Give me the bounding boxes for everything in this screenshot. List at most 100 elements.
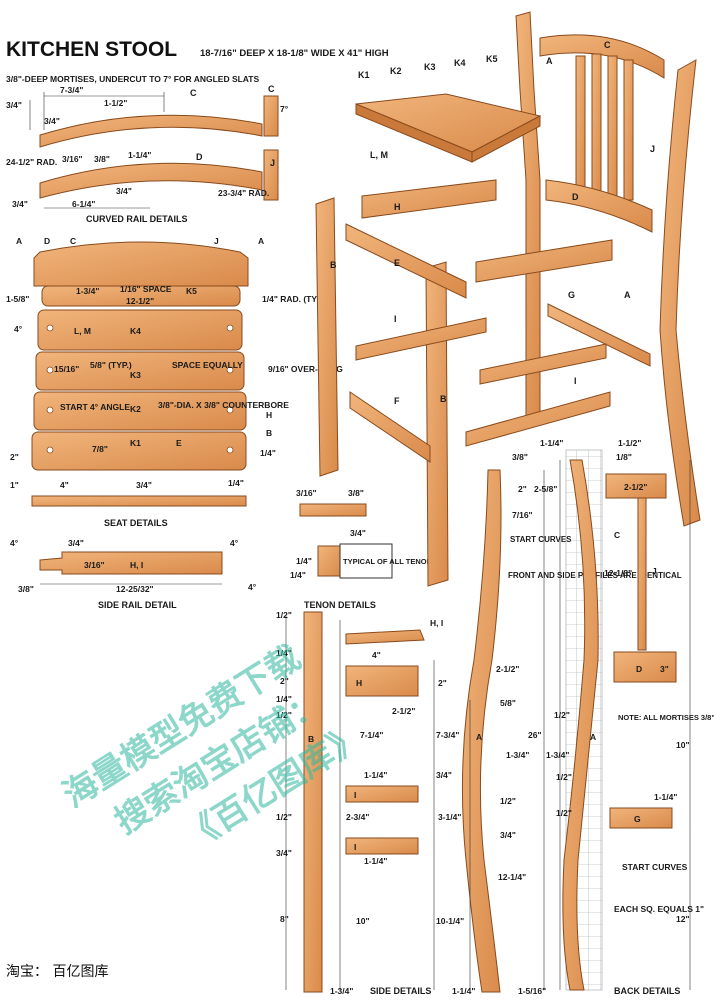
seat-label-16: 3/8"-DIA. X 3/8" COUNTERBORE — [158, 400, 289, 410]
exploded-g: G — [568, 290, 575, 300]
seat-slat-k5 — [41, 285, 241, 307]
back-label-6: 12-1/8" — [604, 568, 632, 578]
front-leg-left — [315, 197, 339, 477]
exploded-e: E — [394, 258, 400, 268]
back-caption: BACK DETAILS — [614, 986, 680, 996]
tenon-label-0: 3/16" — [296, 488, 317, 498]
curved-rail-dim-10: 6-1/4" — [72, 199, 95, 209]
back-label-21: G — [634, 814, 641, 824]
side-label-7: 3/4" — [276, 848, 292, 858]
back-rail-c-end — [605, 473, 667, 499]
curved-rail-dim-8: 3/4" — [116, 186, 132, 196]
back-label-1: 1-1/2" — [618, 438, 641, 448]
back-label-7: J — [652, 566, 657, 576]
seat-slat-k2 — [33, 391, 247, 431]
rail-g — [547, 303, 651, 367]
curved-rail-dim-5: 3/16" — [62, 154, 83, 164]
tenon-caption: TENON DETAILS — [304, 600, 376, 610]
side-caption: SIDE DETAILS — [370, 986, 431, 996]
seat-label-19: 7/8" — [92, 444, 108, 454]
seat-label-14: START 4° ANGLE — [60, 402, 130, 412]
rail-g-end — [609, 807, 673, 829]
seat-label-20: K1 — [130, 438, 141, 448]
seat-label-15: K2 — [130, 404, 141, 414]
side-label-29: A — [476, 732, 482, 742]
tenon-label-2: 3/4" — [350, 528, 366, 538]
curved-rail-dim-1: 1-1/2" — [104, 98, 127, 108]
curved-rail-details: 3/8"-DEEP MORTISES, UNDERCUT TO 7° FOR A… — [6, 74, 289, 224]
curved-rail-end-profile — [263, 95, 279, 137]
exploded-k4: K4 — [454, 58, 466, 68]
side-label-13: 2-1/2" — [392, 706, 415, 716]
seat-back-rail — [33, 241, 249, 287]
side-label-20: I — [354, 842, 356, 852]
curved-rail-dim-4: 24-1/2" RAD. — [6, 157, 57, 167]
curved-rail-letter-c1: C — [190, 88, 197, 98]
rail-h-lower — [475, 239, 613, 283]
seat-label-2: 1/16" SPACE — [120, 284, 172, 294]
side-rail-label-6: 12-25/32" — [116, 584, 154, 594]
back-slat-1 — [575, 55, 586, 197]
seat-label-24: 1" — [10, 480, 19, 490]
side-label-24: 3/8" — [512, 452, 528, 462]
seat-label-11: K3 — [130, 370, 141, 380]
seat-label-8: K4 — [130, 326, 141, 336]
side-details: 1/2" 1/4" 2" 1/4" 1/2" B 1/2" 3/4" 8" H,… — [276, 452, 682, 996]
back-label-19: 12" — [676, 914, 690, 924]
exploded-d: D — [572, 192, 579, 202]
side-rail-label-1: 3/4" — [68, 538, 84, 548]
seat-label-6: 4° — [14, 324, 23, 334]
exploded-k2: K2 — [390, 66, 402, 76]
exploded-labels: K1 K2 K3 K4 K5 C A L, M J D H B E I F B … — [330, 40, 655, 406]
side-label-14: 7-1/4" — [360, 730, 383, 740]
curved-rail-dim-12: 7° — [280, 104, 289, 114]
side-label-22: 10" — [356, 916, 370, 926]
back-rail-d — [545, 179, 653, 233]
side-label-34: 3/4" — [500, 830, 516, 840]
back-label-18: 10" — [676, 740, 690, 750]
seat-label-1: 1-3/4" — [76, 286, 99, 296]
leg-b-profile — [303, 611, 323, 993]
side-label-36: 1-3/4" — [330, 986, 353, 996]
seat-label-27: 1/4" — [228, 478, 244, 488]
back-label-5: C — [614, 530, 620, 540]
footer-shop: 淘宝： 百亿图库 — [6, 964, 108, 980]
rail-i-side-view-2 — [345, 837, 419, 855]
back-slat-2 — [591, 53, 602, 199]
start-curves-side: START CURVES — [510, 535, 572, 544]
mortise-note: NOTE: ALL MORTISES 3/8" WIDE X 13/16" DE… — [618, 713, 714, 722]
side-rail-label-3: 4° — [230, 538, 239, 548]
seat-label-5: 1/4" RAD. (TYP.) — [262, 294, 327, 304]
side-label-1: 1/4" — [276, 648, 292, 658]
curved-rail-dim-7: 1-1/4" — [128, 150, 151, 160]
exploded-j: J — [650, 144, 655, 154]
side-label-16: 1-1/4" — [364, 770, 387, 780]
side-label-21: 1-1/4" — [364, 856, 387, 866]
side-label-31: 1-3/4" — [506, 750, 529, 760]
back-slat-j-side — [637, 497, 647, 651]
side-label-30: 7-3/4" — [436, 730, 459, 740]
exploded-a-right: A — [624, 290, 631, 300]
seat-label-13: 9/16" OVER-HANG — [268, 364, 343, 374]
side-label-18: 2-3/4" — [346, 812, 369, 822]
seat-letter-j: J — [214, 236, 219, 246]
tenon-label-4: 1/4" — [290, 570, 306, 580]
back-slat-3 — [607, 55, 618, 199]
rail-i-upper — [355, 317, 487, 361]
leg-a-profile — [461, 469, 502, 993]
back-label-16: EACH SQ. EQUALS 1" — [614, 904, 704, 914]
tenon-note: TYPICAL OF ALL TENONS — [343, 557, 437, 566]
side-rail-detail: 4° 3/4" H, I 4° 3/16" 3/8" 12-25/32" 4° … — [10, 538, 257, 610]
curved-rail-c — [39, 114, 263, 148]
curved-rail-dim-11: 23-3/4" RAD. — [218, 188, 269, 198]
rail-h-side-view — [345, 665, 419, 697]
seat-side-profile — [31, 495, 247, 507]
seat-label-25: 4" — [60, 480, 69, 490]
tenon-label-1: 3/8" — [348, 488, 364, 498]
seat-label-12: SPACE EQUALLY — [172, 360, 243, 370]
side-label-10: 4" — [372, 650, 381, 660]
side-label-9: H, I — [430, 618, 443, 628]
seat-label-10: 15/16" — [54, 364, 79, 374]
